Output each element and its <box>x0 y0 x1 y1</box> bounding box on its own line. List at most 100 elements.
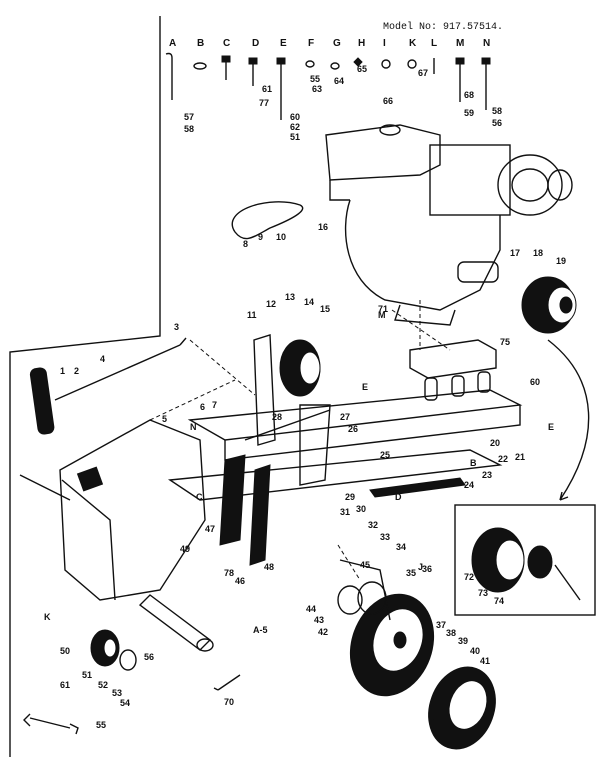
svg-text:67: 67 <box>418 68 428 78</box>
drive-belt <box>231 201 304 240</box>
svg-text:33: 33 <box>380 532 390 542</box>
svg-text:52: 52 <box>98 680 108 690</box>
svg-text:1: 1 <box>60 366 65 376</box>
svg-text:15: 15 <box>320 304 330 314</box>
svg-text:N: N <box>483 38 490 49</box>
svg-text:25: 25 <box>380 450 390 460</box>
svg-text:63: 63 <box>312 84 322 94</box>
svg-text:71: 71 <box>378 304 388 314</box>
svg-text:12: 12 <box>266 299 276 309</box>
svg-text:21: 21 <box>515 452 525 462</box>
svg-text:61: 61 <box>262 84 272 94</box>
svg-text:D: D <box>395 492 402 502</box>
svg-text:3: 3 <box>174 322 179 332</box>
svg-text:24: 24 <box>464 480 474 490</box>
svg-text:F: F <box>308 38 314 49</box>
svg-text:K: K <box>44 612 51 622</box>
svg-text:68: 68 <box>464 90 474 100</box>
svg-text:32: 32 <box>368 520 378 530</box>
svg-text:7: 7 <box>212 400 217 410</box>
svg-text:23: 23 <box>482 470 492 480</box>
section-label: A-5 <box>253 625 268 635</box>
svg-text:42: 42 <box>318 627 328 637</box>
svg-text:14: 14 <box>304 297 314 307</box>
svg-text:M: M <box>378 310 386 320</box>
idler-bracket <box>253 334 331 486</box>
pin <box>213 674 241 691</box>
svg-text:E: E <box>280 38 287 49</box>
svg-text:62: 62 <box>290 122 300 132</box>
svg-text:6: 6 <box>200 402 205 412</box>
svg-text:51: 51 <box>290 132 300 142</box>
svg-text:2: 2 <box>74 366 79 376</box>
svg-text:10: 10 <box>276 232 286 242</box>
svg-text:40: 40 <box>470 646 480 656</box>
svg-text:5: 5 <box>162 414 167 424</box>
svg-text:53: 53 <box>112 688 122 698</box>
svg-text:58: 58 <box>492 106 502 116</box>
svg-text:C: C <box>223 38 230 49</box>
svg-text:30: 30 <box>356 504 366 514</box>
wheel-hub-parts <box>337 559 391 621</box>
svg-text:58: 58 <box>184 124 194 134</box>
svg-text:D: D <box>252 38 259 49</box>
svg-text:34: 34 <box>396 542 406 552</box>
shift-lever <box>29 337 187 435</box>
svg-text:H: H <box>358 38 365 49</box>
clutch-arms <box>219 409 331 566</box>
svg-text:B: B <box>470 458 477 468</box>
svg-text:C: C <box>196 492 203 502</box>
hardware-headers: A B C D E F G H I K L M N <box>169 38 490 49</box>
svg-text:18: 18 <box>533 248 543 258</box>
svg-text:28: 28 <box>272 412 282 422</box>
svg-text:54: 54 <box>120 698 130 708</box>
svg-text:60: 60 <box>290 112 300 122</box>
svg-text:78: 78 <box>224 568 234 578</box>
model-number: Model No: 917.57514. <box>383 21 503 33</box>
svg-text:J: J <box>418 562 423 572</box>
hardware-bolts <box>165 52 491 120</box>
svg-text:75: 75 <box>500 337 510 347</box>
svg-text:41: 41 <box>480 656 490 666</box>
frame-rails <box>167 389 523 501</box>
support-block <box>409 339 497 379</box>
hardware-callouts: 57 58 77 61 60 62 51 55 63 64 65 66 67 6… <box>184 64 502 142</box>
transmission-housing <box>19 419 214 652</box>
svg-text:16: 16 <box>318 222 328 232</box>
svg-text:29: 29 <box>345 492 355 502</box>
svg-text:65: 65 <box>357 64 367 74</box>
svg-text:M: M <box>456 38 464 49</box>
svg-text:66: 66 <box>383 96 393 106</box>
pulley-assembly-top <box>521 276 577 334</box>
drive-wheel <box>349 593 435 697</box>
svg-text:9: 9 <box>258 232 263 242</box>
svg-text:61: 61 <box>60 680 70 690</box>
svg-text:8: 8 <box>243 239 248 249</box>
svg-text:48: 48 <box>264 562 274 572</box>
svg-text:46: 46 <box>235 576 245 586</box>
svg-text:11: 11 <box>247 310 257 320</box>
svg-text:38: 38 <box>446 628 456 638</box>
svg-text:64: 64 <box>334 76 344 86</box>
svg-text:43: 43 <box>314 615 324 625</box>
svg-text:56: 56 <box>492 118 502 128</box>
svg-text:26: 26 <box>348 424 358 434</box>
svg-text:N: N <box>190 422 197 432</box>
svg-text:77: 77 <box>259 98 269 108</box>
wrench <box>23 713 79 735</box>
svg-text:4: 4 <box>100 354 105 364</box>
svg-text:73: 73 <box>478 588 488 598</box>
svg-text:22: 22 <box>498 454 508 464</box>
svg-text:A: A <box>169 38 176 49</box>
svg-text:35: 35 <box>406 568 416 578</box>
svg-text:I: I <box>383 38 386 49</box>
svg-text:60: 60 <box>530 377 540 387</box>
svg-text:27: 27 <box>340 412 350 422</box>
svg-text:31: 31 <box>340 507 350 517</box>
svg-text:17: 17 <box>510 248 520 258</box>
svg-text:57: 57 <box>184 112 194 122</box>
svg-text:B: B <box>197 38 204 49</box>
spacers <box>424 371 491 401</box>
svg-text:E: E <box>362 382 368 392</box>
svg-text:55: 55 <box>96 720 106 730</box>
